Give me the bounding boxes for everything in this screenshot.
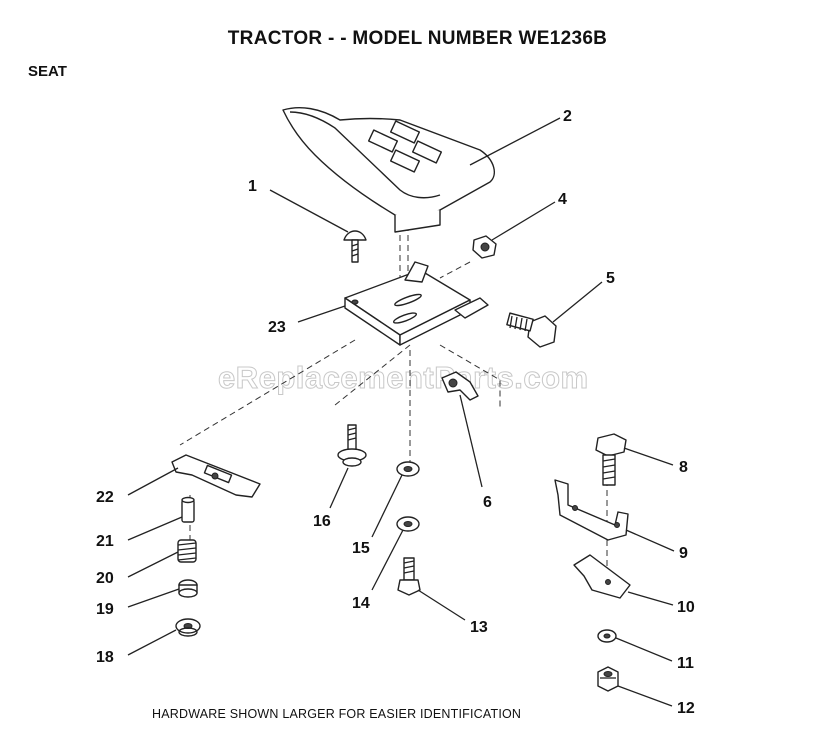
callout-10: 10 [677,599,695,616]
part-bracket-plate [573,554,631,599]
part-hex-bolt-5 [506,312,557,348]
callout-12: 12 [677,700,695,717]
callout-13: 13 [470,619,488,636]
part-spring-clip [441,371,479,401]
callout-23: 23 [268,319,286,336]
part-seat-bracket [554,479,629,541]
callout-leaders [127,117,675,707]
callout-9: 9 [679,545,688,562]
callout-20: 20 [96,570,114,587]
part-carriage-bolt [343,230,367,263]
part-slide-bracket [171,454,261,498]
diagram-title: TRACTOR - - MODEL NUMBER WE1236B [227,28,608,49]
part-hex-nut-12 [597,666,619,692]
part-spacer [181,496,195,523]
callout-15: 15 [352,540,370,557]
part-spring [177,539,197,563]
part-seat [282,107,496,233]
callout-11: 11 [677,655,694,672]
callout-14: 14 [352,595,370,612]
part-flat-washer-11 [597,629,617,643]
callout-19: 19 [96,601,114,618]
part-bushing [178,579,198,598]
callout-8: 8 [679,459,688,476]
callout-5: 5 [606,270,615,287]
part-lock-nut [175,618,201,637]
callout-4: 4 [558,191,567,208]
callout-6: 6 [483,494,492,511]
part-hex-nut-4 [472,235,497,259]
section-label: SEAT [28,63,67,80]
callout-21: 21 [96,533,114,550]
callout-18: 18 [96,649,114,666]
part-seat-mounting-plate [344,261,489,346]
callout-16: 16 [313,513,331,530]
part-hex-bolt-13 [397,557,421,596]
watermark: eReplacementParts.com [218,360,589,396]
assembly-guide-lines [179,215,608,580]
part-flat-washer-14 [396,516,420,532]
footer-note: HARDWARE SHOWN LARGER FOR EASIER IDENTIF… [152,707,522,721]
callout-2: 2 [563,108,572,125]
callout-22: 22 [96,489,114,506]
part-flat-washer-15 [396,461,420,477]
callout-1: 1 [248,178,257,195]
part-shoulder-bolt [337,424,367,467]
callout-numbers: 1 2 4 5 23 6 16 15 14 13 8 9 10 11 12 22… [96,108,695,717]
part-hex-bolt-8 [595,433,627,486]
